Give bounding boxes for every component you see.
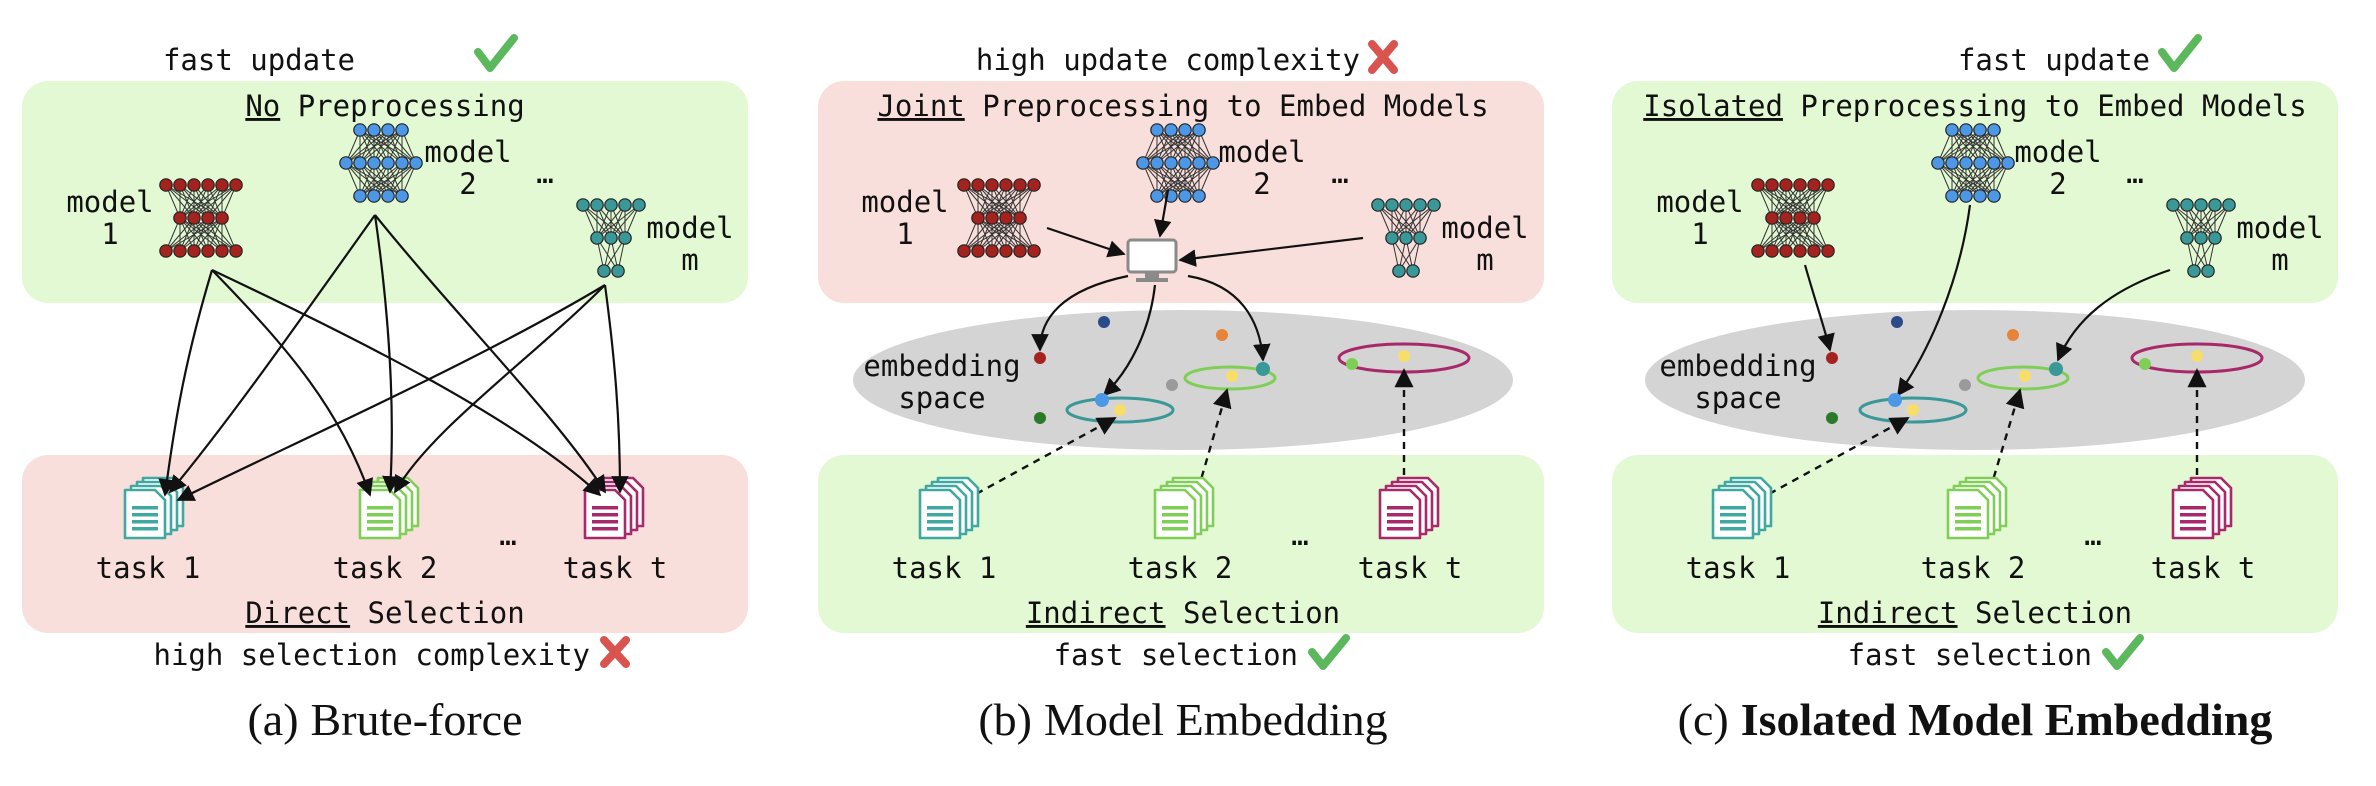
neural-net-icon: [2166, 198, 2236, 278]
check-icon: [2102, 634, 2144, 670]
document-stack-icon: [583, 476, 645, 540]
panel-caption: (c)Isolated Model Embedding: [1678, 694, 2273, 745]
document-stack-icon: [1153, 476, 1215, 540]
bottom-note: fast selection: [1054, 638, 1298, 672]
panel-footer: Indirect Selection: [1026, 596, 1340, 630]
task-label: task 1: [892, 551, 997, 585]
panel-caption: (a)Brute-force: [247, 694, 522, 745]
neural-net-icon: [576, 198, 646, 278]
top-note: fast update: [1958, 43, 2150, 77]
document-stack-icon: [918, 476, 980, 540]
task-label: task 1: [96, 551, 201, 585]
panel-header: Joint Preprocessing to Embed Models: [877, 89, 1488, 123]
neural-net-icon: [1931, 123, 2015, 203]
document-stack-icon: [2171, 476, 2233, 540]
selection-box: [22, 455, 748, 633]
panel-header: No Preprocessing: [245, 89, 524, 123]
panel-footer: Indirect Selection: [1818, 596, 2132, 630]
neural-net-icon: [339, 123, 423, 203]
panel-footer: Direct Selection: [245, 596, 524, 630]
cross-icon: [600, 636, 630, 668]
check-icon: [474, 34, 518, 72]
neural-net-icon: [159, 178, 243, 258]
check-icon: [2158, 34, 2202, 72]
document-stack-icon: [358, 476, 420, 540]
neural-net-icon: [957, 178, 1041, 258]
embedding-space: [1645, 310, 2305, 450]
embedding-space: [853, 310, 1513, 450]
task-label: task 2: [1128, 551, 1233, 585]
task-embedding-edges: [1757, 368, 2207, 502]
task-label: task 2: [1921, 551, 2026, 585]
neural-net-icon: [1751, 178, 1835, 258]
model-ellipsis: …: [536, 156, 553, 190]
selection-box: [1612, 455, 2338, 633]
panel-brute-force: fast update No Preprocessing Direct Sele…: [22, 34, 748, 745]
document-stack-icon: [1378, 476, 1440, 540]
panel-model-embedding: high update complexity Joint Preprocessi…: [818, 40, 1544, 745]
model-ellipsis: …: [2126, 156, 2143, 190]
bottom-note: fast selection: [1848, 638, 2092, 672]
task-ellipsis: …: [1291, 518, 1308, 552]
model-ellipsis: …: [1331, 156, 1348, 190]
top-note: fast update: [163, 43, 355, 77]
top-note: high update complexity: [976, 43, 1360, 77]
computer-icon: [1126, 238, 1178, 282]
bottom-note: high selection complexity: [154, 638, 591, 672]
selection-box: [818, 455, 1544, 633]
document-stack-icon: [1946, 476, 2008, 540]
check-icon: [1308, 634, 1350, 670]
selection-edges: [158, 214, 629, 501]
task-label: task t: [1358, 551, 1463, 585]
task-label: task 1: [1686, 551, 1791, 585]
panel-header: Isolated Preprocessing to Embed Models: [1643, 89, 2306, 123]
task-embedding-edges: [964, 368, 1414, 502]
neural-net-icon: [1371, 198, 1441, 278]
task-label: task t: [2151, 551, 2256, 585]
task-ellipsis: …: [499, 518, 516, 552]
task-ellipsis: …: [2084, 518, 2101, 552]
panel-isolated-model-embedding: fast update Isolated Preprocessing to Em…: [1612, 34, 2338, 745]
embed-edges: [1031, 189, 1364, 397]
task-label: task t: [563, 551, 668, 585]
document-stack-icon: [1711, 476, 1773, 540]
task-label: task 2: [333, 551, 438, 585]
embed-edges: [1803, 204, 2171, 397]
neural-net-icon: [1136, 123, 1220, 203]
panel-caption: (b)Model Embedding: [978, 694, 1387, 745]
cross-icon: [1368, 40, 1398, 74]
embedding-points: [1826, 316, 2264, 424]
